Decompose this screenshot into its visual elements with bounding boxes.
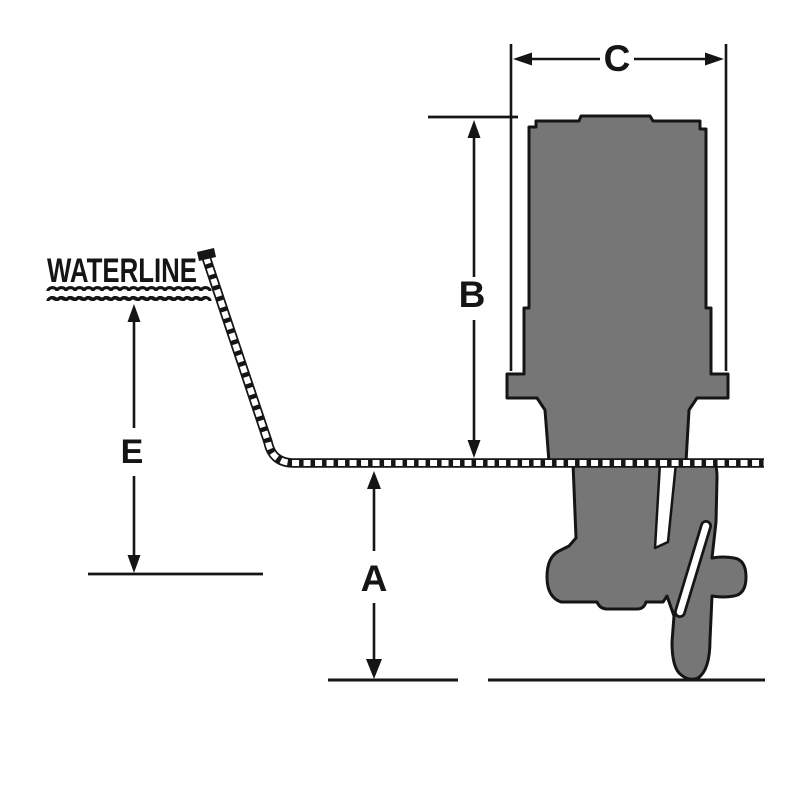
transom-top-cap [197, 248, 216, 261]
waterline-pattern [46, 286, 212, 302]
dimension-e-label: E [121, 433, 144, 471]
dimension-c-arrowhead-right [705, 52, 724, 66]
dimension-b-label: B [459, 274, 486, 315]
waterline-label: WATERLINE [47, 252, 197, 290]
dimension-b-arrowhead-up [467, 120, 481, 138]
dimension-b-arrowhead-down [467, 440, 481, 458]
dimension-a-arrowhead-down [366, 659, 382, 679]
dimension-b [428, 115, 518, 458]
dimension-c-arrowhead-left [513, 52, 532, 66]
motor-body [505, 114, 730, 464]
hull-band-hatching [203, 256, 764, 466]
dimension-a-label: A [361, 558, 388, 599]
dimension-a [328, 471, 765, 682]
dimension-e-arrowhead-up [127, 304, 141, 322]
dimension-c-label: C [604, 38, 631, 79]
dimension-c [509, 44, 728, 371]
dimension-e [88, 304, 263, 576]
dimension-e-arrowhead-down [127, 555, 141, 573]
hull-outline [197, 248, 764, 468]
propeller-blade-gap [676, 522, 710, 616]
dimension-a-arrowhead-up [367, 471, 381, 489]
